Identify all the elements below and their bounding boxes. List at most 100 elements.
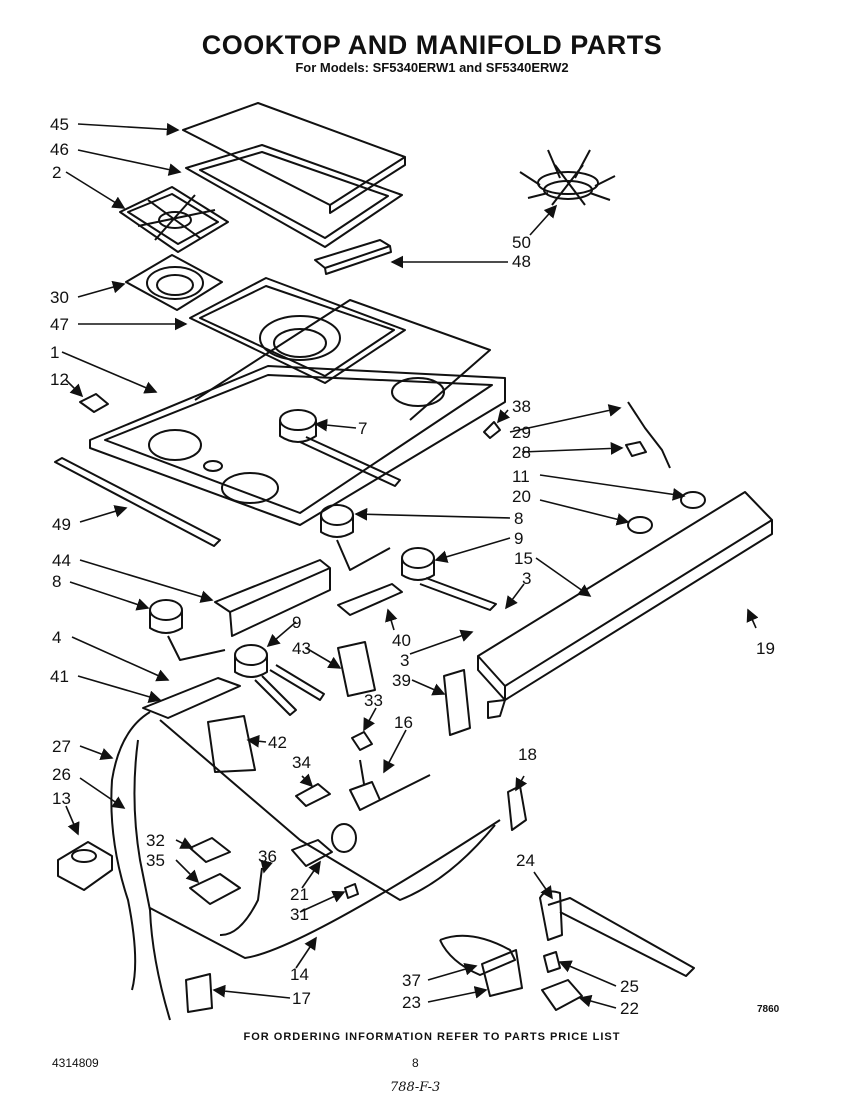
leader-49 xyxy=(79,505,128,523)
leader-33 xyxy=(363,707,377,732)
leader-40 xyxy=(385,608,398,631)
leader-11 xyxy=(539,474,686,501)
leader-44 xyxy=(79,559,214,603)
leader-39 xyxy=(411,679,446,696)
leader-43 xyxy=(305,647,342,669)
hold-down-clip-part xyxy=(79,393,109,413)
callout-46: 46 xyxy=(50,140,69,159)
leader-12 xyxy=(65,379,84,398)
callout-26: 26 xyxy=(52,765,71,784)
model-subtitle: For Models: SF5340ERW1 and SF5340ERW2 xyxy=(295,60,569,75)
callout-11: 11 xyxy=(512,467,530,486)
callout-40: 40 xyxy=(392,631,411,650)
bracket-18-part xyxy=(507,785,527,831)
burner-box-part xyxy=(314,239,391,269)
leader-4 xyxy=(71,636,170,682)
leader-9b xyxy=(266,621,297,648)
burner-8-lower-part xyxy=(149,599,226,661)
spark-module-35-part xyxy=(189,873,241,905)
burner-9-upper-part xyxy=(401,547,497,611)
leader-3a xyxy=(505,583,525,610)
document-number: 4314809 xyxy=(52,1056,99,1070)
callout-17: 17 xyxy=(292,989,311,1008)
leader-7 xyxy=(314,418,357,432)
callout-3: 3 xyxy=(400,651,409,670)
burner-7-part xyxy=(279,409,401,487)
callout-44: 44 xyxy=(52,551,71,570)
ordering-note: FOR ORDERING INFORMATION REFER TO PARTS … xyxy=(243,1031,621,1043)
small-knob-part xyxy=(483,421,501,439)
shield-39-part xyxy=(443,669,471,736)
leader-34 xyxy=(299,773,314,788)
callout-32: 32 xyxy=(146,831,165,850)
manifold-tube-14-part xyxy=(149,819,501,959)
leader-28 xyxy=(521,442,624,455)
valve-11-part xyxy=(680,491,706,509)
regulator-13-part xyxy=(57,841,113,891)
leader-45 xyxy=(77,122,180,136)
valve-21-part xyxy=(291,823,357,867)
leader-19 xyxy=(746,608,759,629)
leader-23 xyxy=(427,986,488,1003)
leader-26 xyxy=(79,777,126,809)
callout-18: 18 xyxy=(518,745,537,764)
leader-20 xyxy=(539,499,630,526)
callout-23: 23 xyxy=(402,993,421,1012)
callout-12: 12 xyxy=(50,370,69,389)
leader-8a xyxy=(69,581,150,611)
burner-9-lower-part xyxy=(234,644,325,716)
leader-24 xyxy=(533,871,553,900)
callout-49: 49 xyxy=(52,515,71,534)
center-drip-panel-part xyxy=(189,277,406,384)
callout-42: 42 xyxy=(268,733,287,752)
tube-27-part xyxy=(110,711,151,991)
leader-42 xyxy=(246,734,267,748)
ignitor-36-part xyxy=(219,867,263,937)
cover-gasket-inner xyxy=(199,151,389,239)
callout-30: 30 xyxy=(50,288,69,307)
burner-cover-edge xyxy=(329,157,406,214)
callout-36: 36 xyxy=(258,847,277,866)
leader-22 xyxy=(578,994,617,1009)
bracket-17-part xyxy=(185,973,213,1013)
callout-27: 27 xyxy=(52,737,71,756)
callout-3: 3 xyxy=(522,569,531,588)
callout-25: 25 xyxy=(620,977,639,996)
cover-gasket-part xyxy=(185,144,403,248)
callout-1: 1 xyxy=(50,343,59,362)
callout-35: 35 xyxy=(146,851,165,870)
callout-37: 37 xyxy=(402,971,421,990)
bracket-34-part xyxy=(295,783,331,807)
cooktop-frame-part xyxy=(89,299,506,526)
leader-50 xyxy=(529,204,558,236)
ignitor-part xyxy=(625,441,647,457)
orifice-31-part xyxy=(344,883,359,899)
leader-18 xyxy=(515,775,528,792)
callout-34: 34 xyxy=(292,753,311,772)
ignitor-wire-part xyxy=(627,401,671,469)
callout-20: 20 xyxy=(512,487,531,506)
leader-3b xyxy=(409,629,474,655)
callout-22: 22 xyxy=(620,999,639,1018)
page-title: COOKTOP AND MANIFOLD PARTS xyxy=(201,30,663,60)
callout-15: 15 xyxy=(514,549,533,568)
callout-47: 47 xyxy=(50,315,69,334)
tube-26-part xyxy=(133,739,171,1021)
leader-1 xyxy=(61,351,158,394)
callout-45: 45 xyxy=(50,115,69,134)
right-grate-part xyxy=(519,149,616,206)
callout-41: 41 xyxy=(50,667,69,686)
tube-main-part xyxy=(159,719,496,901)
burner-bowl-part xyxy=(125,254,223,311)
left-grate-part xyxy=(119,186,229,253)
callout-24: 24 xyxy=(516,851,535,870)
leader-2 xyxy=(65,171,126,209)
callout-8: 8 xyxy=(52,572,61,591)
callout-7: 7 xyxy=(358,419,367,438)
leader-29 xyxy=(509,404,622,433)
leader-31 xyxy=(299,890,346,913)
burner-8-upper-part xyxy=(320,504,391,571)
shield-43-part xyxy=(337,641,376,697)
callout-28: 28 xyxy=(512,443,531,462)
